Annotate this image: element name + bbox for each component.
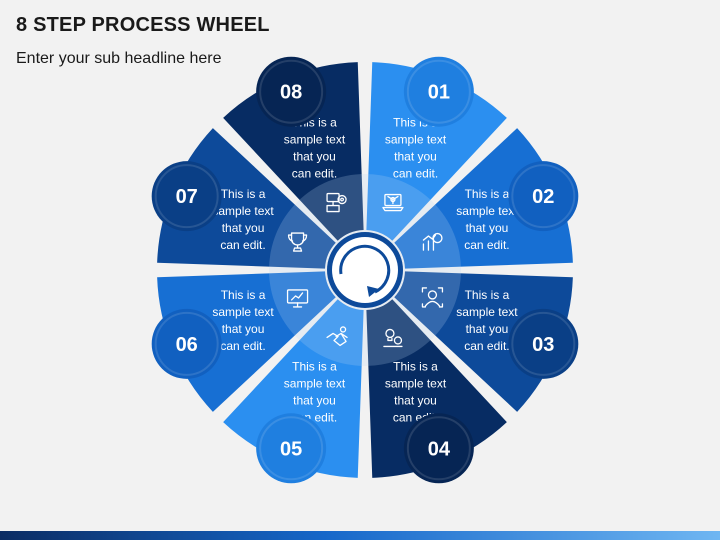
step-03-badge: 03 [508,308,579,379]
trophy-icon [287,232,308,252]
wedge-step-04 [366,299,507,478]
step-07-badge: 07 [151,161,222,232]
step-07-number: 07 [176,186,198,208]
handshake-icon [326,326,348,347]
step-01-badge: 01 [403,56,474,127]
wedge-step-06 [157,271,336,412]
step-04-number: 04 [428,438,451,460]
step-06-badge: 06 [151,308,222,379]
wedge-step-03 [394,271,573,412]
step-03-number: 03 [532,334,554,356]
step-08-number: 08 [280,82,302,104]
page-subtitle: Enter your sub headline here [16,50,222,67]
step-02-number: 02 [532,186,554,208]
presentation-board-icon [286,289,309,308]
process-gear-icon [326,192,347,213]
footer-gradient-bar [0,531,720,540]
step-08-badge: 08 [256,56,327,127]
user-focus-icon [421,287,444,308]
step-05-number: 05 [280,438,302,460]
step-04-badge: 04 [403,413,474,484]
step-01-number: 01 [428,82,450,104]
wedge-step-08 [223,62,364,241]
page-title: 8 STEP PROCESS WHEEL [16,14,270,36]
network-laptop-icon [382,193,404,212]
step-02-badge: 02 [508,161,579,232]
wheel-badges: 01 02 03 04 05 06 07 08 [151,56,579,484]
step-05-badge: 05 [256,413,327,484]
idea-gears-icon [383,328,403,348]
growth-chart-icon [422,232,443,251]
wheel-hub [327,232,403,308]
wheel-icons [286,192,444,348]
step-06-number: 06 [176,334,198,356]
wedge-step-05 [223,299,364,478]
cycle-arrow-icon [339,244,391,297]
